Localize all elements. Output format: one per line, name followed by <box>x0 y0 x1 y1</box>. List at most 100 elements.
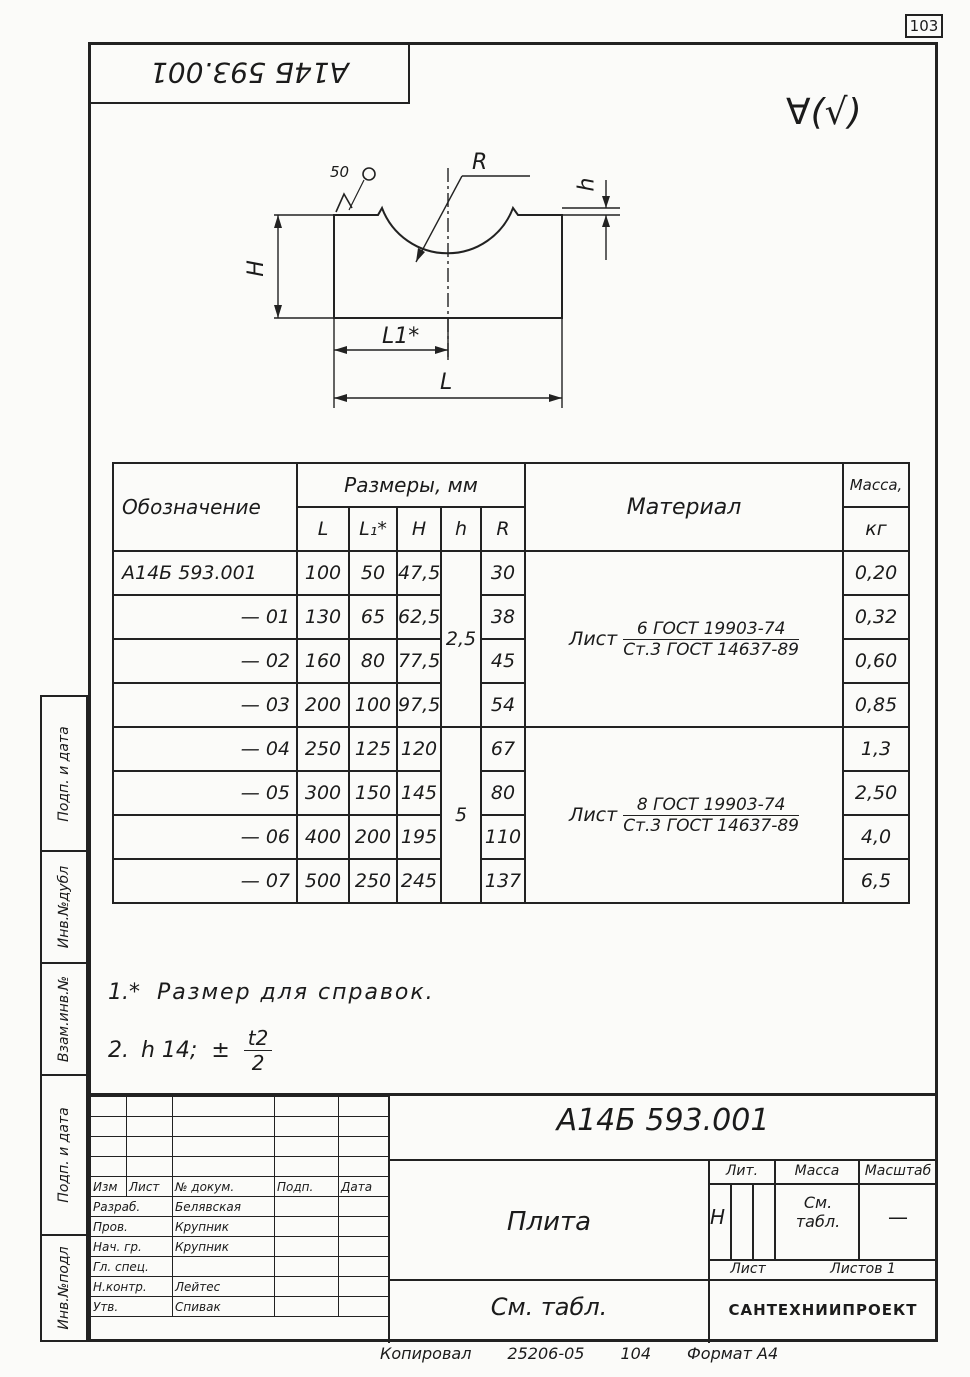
material2-bottom: Ст.3 ГОСТ 14637-89 <box>623 815 800 836</box>
table-row: — 03 200 100 97,5 54 0,85 <box>112 682 911 728</box>
header-dimensions: Размеры, мм <box>295 462 527 508</box>
label-L: L <box>440 370 453 395</box>
row-mass: 0,32 <box>842 594 911 640</box>
row-designation: — 06 <box>112 814 298 860</box>
lit-label: Лит. <box>725 1163 759 1179</box>
note-2-fraction-bottom: 2 <box>251 1051 265 1075</box>
row-L: 400 <box>296 814 350 860</box>
row-designation: — 04 <box>112 726 298 772</box>
row-L: 160 <box>296 638 350 684</box>
row-L1: 65 <box>348 594 398 640</box>
material1-bottom: Ст.3 ГОСТ 14637-89 <box>623 639 800 660</box>
side-box-inv-dubl: Инв.№дубл <box>40 850 88 962</box>
page-number-box: 103 <box>905 14 943 38</box>
person-name: Спивак <box>172 1296 275 1317</box>
row-H: 77,5 <box>396 638 442 684</box>
row-designation: — 05 <box>112 770 298 816</box>
footer: Копировал 25206-05 104 Формат А4 <box>380 1344 778 1363</box>
row-mass: 0,60 <box>842 638 911 684</box>
head-list: Лист <box>126 1176 173 1197</box>
table-row: — 02 160 80 77,5 45 0,60 <box>112 638 911 684</box>
row-L1: 150 <box>348 770 398 816</box>
material1-top: 6 ГОСТ 19903-74 <box>623 619 800 640</box>
row-L: 250 <box>296 726 350 772</box>
material2-prefix: Лист <box>569 803 618 826</box>
row-L: 300 <box>296 770 350 816</box>
signature-row: Пров. Крупник <box>90 1216 389 1237</box>
person-name: Крупник <box>172 1216 275 1237</box>
row-mass: 0,20 <box>842 550 911 596</box>
row-R: 30 <box>479 550 527 596</box>
row-L1: 80 <box>348 638 398 684</box>
label-H: H <box>243 260 269 277</box>
note-1-number: 1.* <box>108 980 140 1005</box>
row-R: 45 <box>479 638 527 684</box>
person-name: Белявская <box>172 1196 275 1217</box>
row-H: 120 <box>396 726 442 772</box>
header-H: H <box>396 506 442 552</box>
row-R: 110 <box>479 814 527 860</box>
row-L1: 125 <box>348 726 398 772</box>
row-H: 62,5 <box>396 594 442 640</box>
material2-fraction: 8 ГОСТ 19903-74 Ст.3 ГОСТ 14637-89 <box>623 795 800 836</box>
row-designation: — 01 <box>112 594 298 640</box>
note-1-text: Размер для справок. <box>157 980 435 1005</box>
signature-row: Н.контр. Лейтес <box>90 1276 389 1297</box>
h-group-2: 5 <box>440 726 482 904</box>
table-row: — 06 400 200 195 110 4,0 <box>112 814 911 860</box>
head-data: Дата <box>338 1176 389 1197</box>
label-L1: L1* <box>382 324 420 349</box>
role: Пров. <box>90 1216 173 1237</box>
row-mass: 6,5 <box>842 858 911 904</box>
signature-row: Утв. Спивак <box>90 1296 389 1317</box>
role: Утв. <box>90 1296 173 1317</box>
side-box-inv-podl: Инв.№подл <box>40 1234 88 1342</box>
person-name: Лейтес <box>172 1276 275 1297</box>
revision-grid: Изм Лист № докум. Подп. Дата Разраб. Бел… <box>90 1096 389 1317</box>
row-L: 130 <box>296 594 350 640</box>
title-block: Изм Лист № докум. Подп. Дата Разраб. Бел… <box>90 1093 936 1343</box>
row-L: 200 <box>296 682 350 728</box>
row-H: 97,5 <box>396 682 442 728</box>
scale-value: — <box>888 1205 908 1229</box>
side-label: Подп. и дата <box>56 1107 72 1203</box>
row-designation: — 07 <box>112 858 298 904</box>
row-H: 145 <box>396 770 442 816</box>
note-2-fraction-top: t2 <box>243 1026 273 1051</box>
h-group-1: 2,5 <box>440 550 482 728</box>
side-box-vzam-inv: Взам.инв.№ <box>40 962 88 1074</box>
table-row: — 04 250 125 120 5 67 Лист 8 ГОСТ 19903-… <box>112 726 911 904</box>
material1-fraction: 6 ГОСТ 19903-74 Ст.3 ГОСТ 14637-89 <box>623 619 800 660</box>
row-H: 245 <box>396 858 442 904</box>
revision-header-row: Изм Лист № докум. Подп. Дата <box>90 1176 389 1197</box>
row-mass: 4,0 <box>842 814 911 860</box>
role: Разраб. <box>90 1196 173 1217</box>
row-R: 54 <box>479 682 527 728</box>
mass-label: Масса <box>794 1163 840 1179</box>
header-designation: Обозначение <box>112 462 298 552</box>
header-L: L <box>296 506 350 552</box>
label-h: h <box>574 177 600 192</box>
footer-copied: Копировал <box>380 1344 472 1363</box>
side-box-podp-data-2: Подп. и дата <box>40 1074 88 1234</box>
header-R: R <box>479 506 527 552</box>
title-material: См. табл. <box>490 1293 608 1321</box>
row-R: 38 <box>479 594 527 640</box>
roughness-mark: ∀(√) <box>786 92 862 133</box>
row-mass: 2,50 <box>842 770 911 816</box>
signature-row: Нач. гр. Крупник <box>90 1236 389 1257</box>
title-org: САНТЕХНИИПРОЕКТ <box>728 1301 918 1319</box>
scale-label: Масштаб <box>864 1163 932 1179</box>
role: Гл. спец. <box>90 1256 173 1277</box>
note-2: 2. h 14; ± t2 2 <box>108 1026 273 1075</box>
person-name <box>172 1256 275 1277</box>
row-mass: 1,3 <box>842 726 911 772</box>
header-material: Материал <box>524 462 845 552</box>
material2-top: 8 ГОСТ 19903-74 <box>623 795 800 816</box>
spec-table: Обозначение Размеры, мм Материал Масса, … <box>112 462 911 904</box>
title-name: Плита <box>506 1207 592 1237</box>
row-designation: А14Б 593.001 <box>112 550 298 596</box>
lit-value: Н <box>710 1205 726 1229</box>
header-h: h <box>440 506 482 552</box>
head-podp: Подп. <box>274 1176 339 1197</box>
